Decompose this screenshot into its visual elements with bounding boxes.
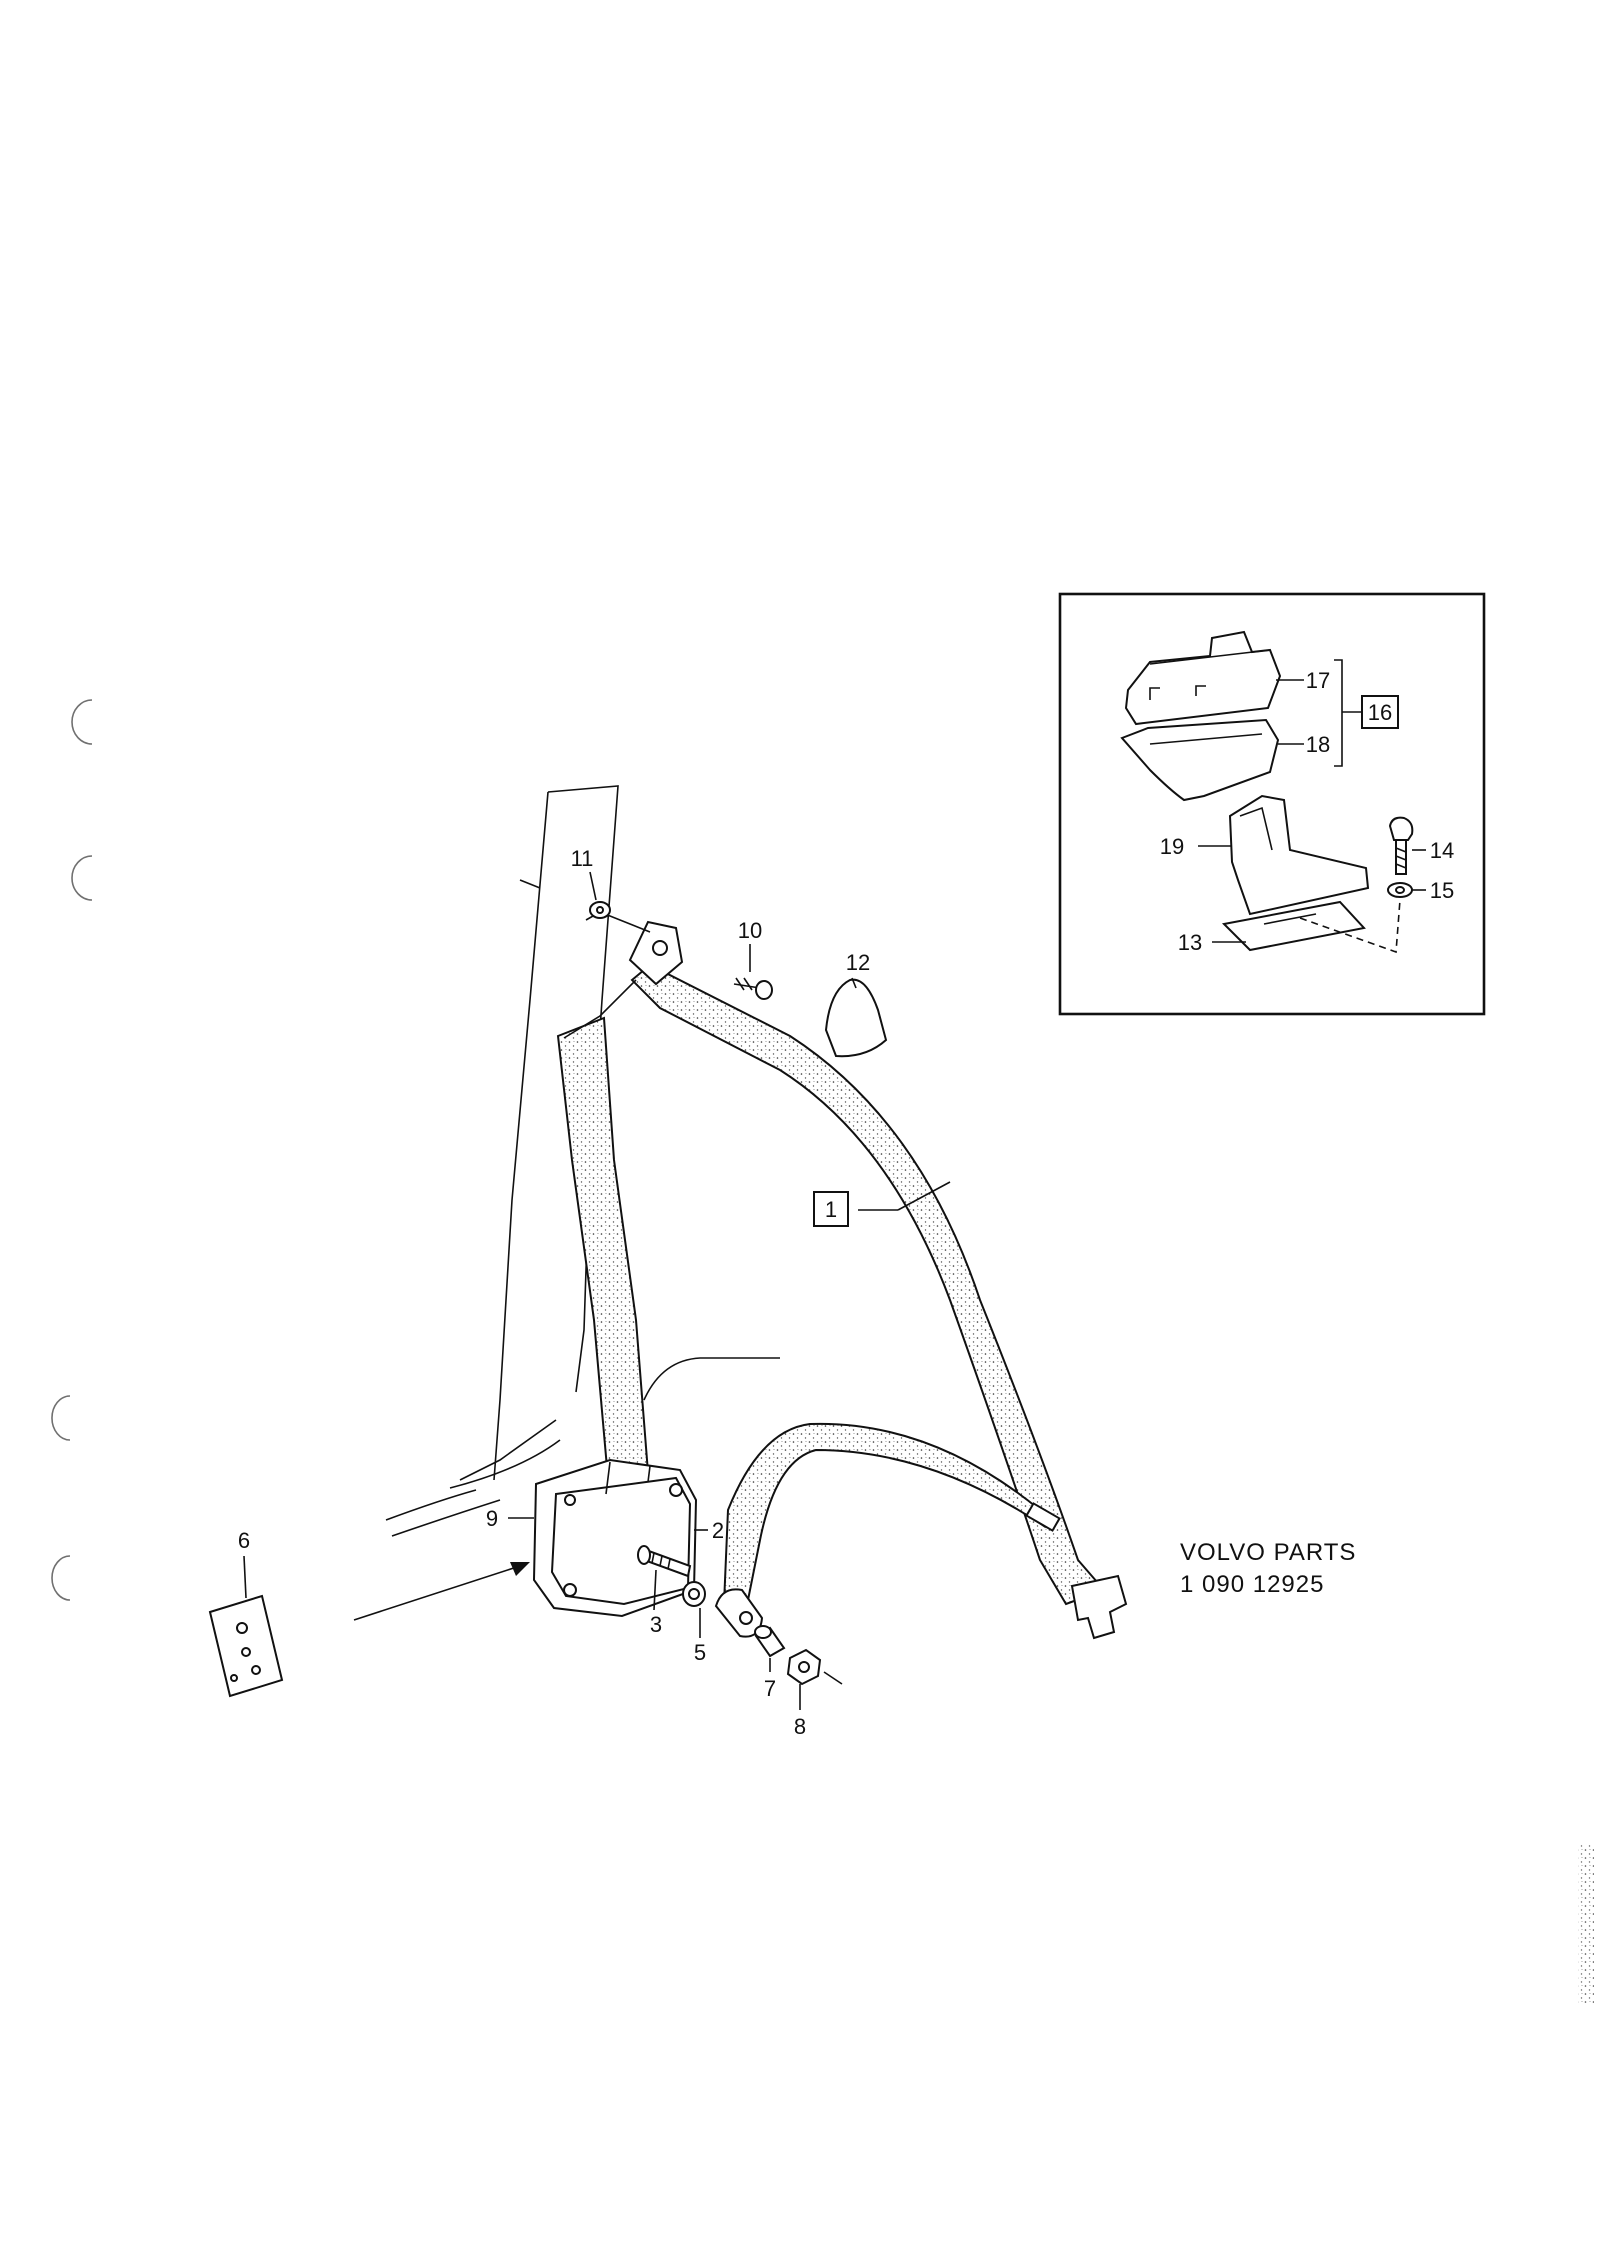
callout-10: 10 (738, 918, 762, 943)
callout-1-box (813, 1191, 849, 1227)
callout-16-box (1361, 695, 1399, 729)
retractor-unit (532, 1458, 698, 1618)
part-14-bolt (1388, 816, 1414, 875)
callout-14: 14 (1430, 838, 1454, 863)
buckle-detail-inset (1058, 592, 1486, 1016)
scan-edge-marks (1578, 1845, 1594, 2003)
belt-tongue (1070, 1574, 1128, 1640)
callout-8: 8 (794, 1714, 806, 1739)
callout-7: 7 (764, 1676, 776, 1701)
callout-3: 3 (650, 1612, 662, 1637)
callout-13: 13 (1178, 930, 1202, 955)
punch-holes (51, 699, 93, 1601)
part-6-plate (208, 1594, 284, 1698)
assembly-arrow (353, 1562, 530, 1621)
callout-18: 18 (1306, 732, 1330, 757)
callout-5: 5 (694, 1640, 706, 1665)
callout-2: 2 (712, 1518, 724, 1543)
callout-19: 19 (1160, 834, 1184, 859)
part-7-bushing (754, 1625, 786, 1658)
leader-lines (243, 679, 1426, 1710)
callout-16: 16 (1368, 700, 1392, 725)
callout-17: 17 (1306, 668, 1330, 693)
part-10-bolt (733, 977, 773, 1000)
part-8-nut (786, 1648, 822, 1686)
vertical-belt-strap (556, 1016, 652, 1504)
callout-11: 11 (571, 846, 594, 871)
caption-brand: VOLVO PARTS (1180, 1539, 1356, 1566)
diagram-caption: VOLVO PARTS 1 090 12925 (1180, 1539, 1356, 1598)
lower-anchor-plate (714, 1588, 764, 1638)
part-12-cover-cap (824, 978, 888, 1058)
part-5-spacer (682, 1581, 706, 1607)
callout-15: 15 (1430, 878, 1454, 903)
callout-9: 9 (486, 1506, 498, 1531)
upper-anchor-guide (563, 911, 684, 1039)
caption-part-number: 1 090 12925 (1180, 1571, 1324, 1598)
part-11-washer (589, 901, 611, 919)
lap-belt-strap (722, 1422, 1061, 1606)
callout-6: 6 (238, 1528, 250, 1553)
callout-labels: 11 10 12 1 9 2 3 5 7 8 6 17 18 16 19 14 … (238, 668, 1454, 1739)
part-3-bolt (637, 1545, 692, 1578)
callout-12: 12 (846, 950, 870, 975)
callout-1: 1 (825, 1197, 837, 1222)
